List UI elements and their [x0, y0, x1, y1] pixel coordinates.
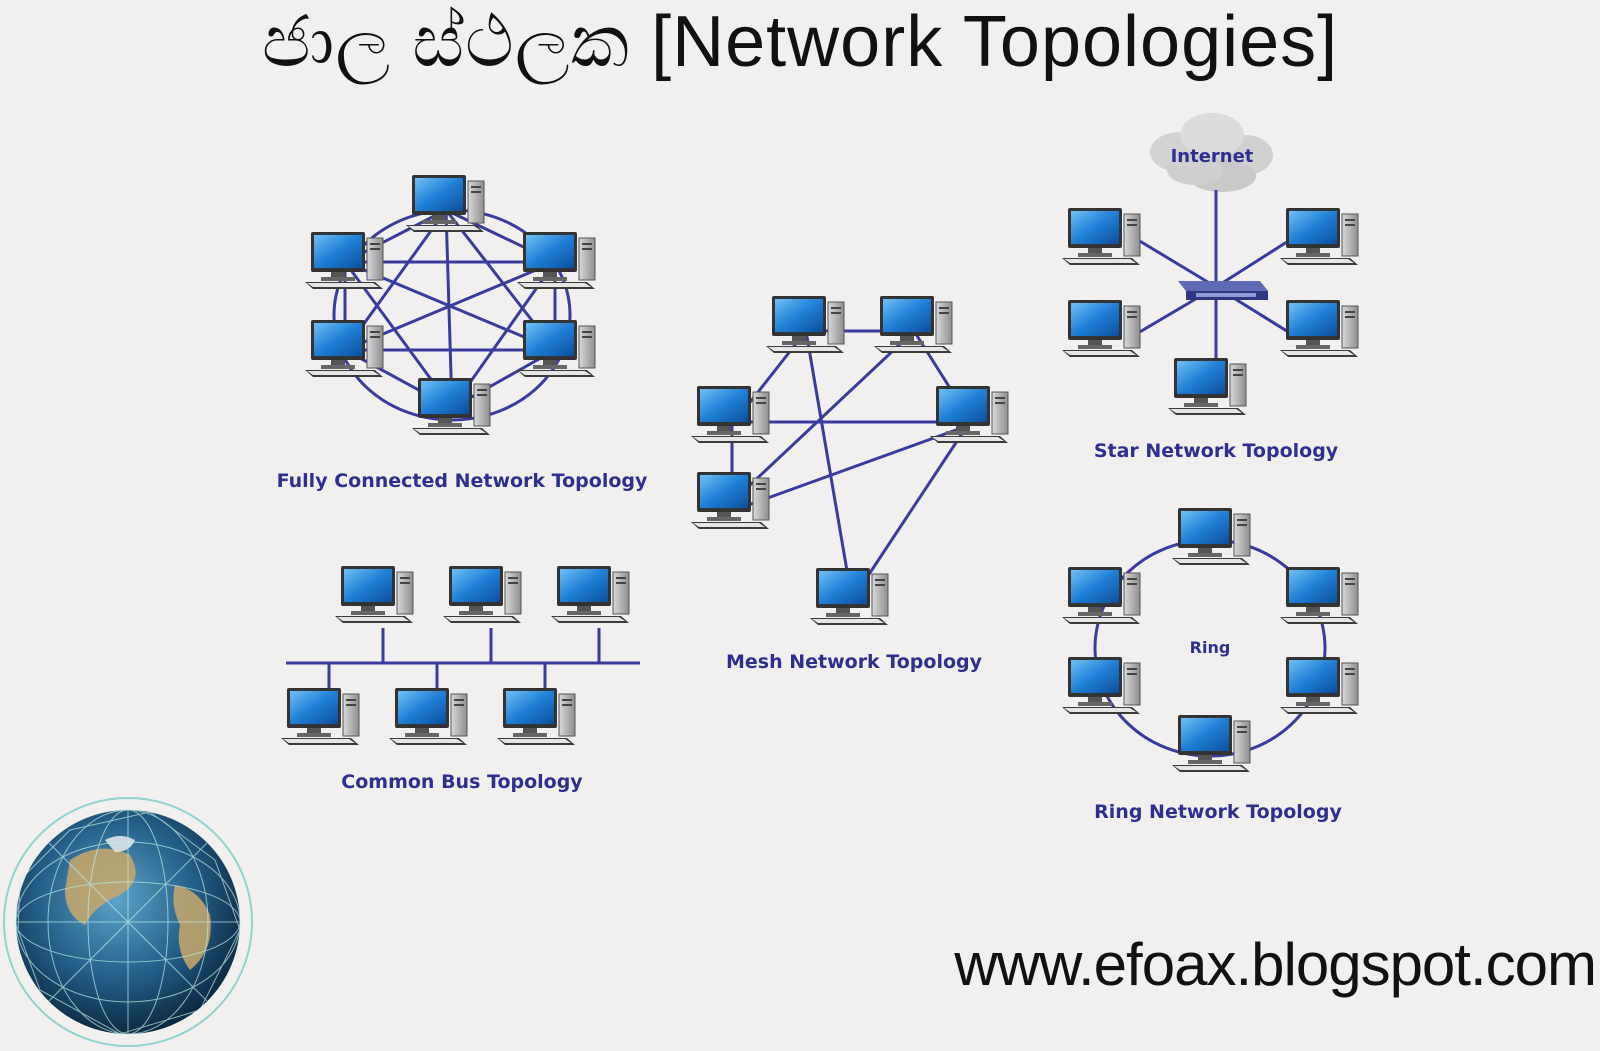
website-url: www.efoax.blogspot.com	[954, 931, 1597, 998]
fc-computer-4	[304, 319, 384, 378]
bus-computer-5	[388, 687, 468, 746]
page-title: ජාල ස්ථලක [Network Topologies]	[261, 2, 1339, 82]
star-computer-5	[1167, 357, 1247, 416]
ring-computer-3	[1279, 566, 1359, 625]
star-topology: Internet Star Network Topology	[1061, 113, 1359, 462]
mesh-computer-5	[690, 471, 770, 530]
internet-label: Internet	[1171, 146, 1254, 167]
mesh-computer-1	[765, 295, 845, 354]
fc-computer-5	[516, 319, 596, 378]
bus-computer-6	[496, 687, 576, 746]
ring-center-label: Ring	[1190, 638, 1231, 657]
bus-links	[327, 628, 601, 693]
mesh-computer-6	[809, 567, 889, 626]
ring-caption: Ring Network Topology	[1094, 801, 1342, 823]
mesh-caption: Mesh Network Topology	[726, 651, 983, 673]
bus-computer-4	[280, 687, 360, 746]
mesh-links	[730, 329, 969, 601]
ring-computer-1	[1171, 507, 1251, 566]
fully-connected-topology: Fully Connected Network Topology	[277, 174, 648, 492]
star-caption: Star Network Topology	[1094, 440, 1339, 462]
bus-computer-2	[442, 565, 522, 624]
star-computer-4	[1279, 299, 1359, 358]
ring-computer-4	[1061, 656, 1141, 715]
ring-computer-2	[1061, 566, 1141, 625]
fc-computer-6	[411, 377, 491, 436]
fc-computer-3	[516, 231, 596, 290]
network-switch-icon	[1178, 281, 1268, 300]
fully-connected-caption: Fully Connected Network Topology	[277, 470, 648, 492]
bus-topology: Common Bus Topology	[280, 565, 640, 793]
star-links	[1137, 190, 1291, 370]
mesh-computer-3	[690, 385, 770, 444]
star-computer-2	[1279, 207, 1359, 266]
internet-cloud-icon	[1150, 113, 1273, 192]
globe-network-icon	[3, 797, 253, 1047]
bus-computer-1	[334, 565, 414, 624]
mesh-computer-2	[873, 295, 953, 354]
mesh-topology: Mesh Network Topology	[690, 295, 1009, 673]
ring-topology: Ring Ring Network Topology	[1061, 507, 1359, 823]
globe-grid	[15, 809, 241, 1035]
fc-computer-2	[304, 231, 384, 290]
bus-caption: Common Bus Topology	[341, 771, 583, 793]
ring-computer-5	[1279, 656, 1359, 715]
star-computer-1	[1061, 207, 1141, 266]
star-computer-3	[1061, 299, 1141, 358]
bus-computer-3	[550, 565, 630, 624]
ring-computer-6	[1171, 714, 1251, 773]
